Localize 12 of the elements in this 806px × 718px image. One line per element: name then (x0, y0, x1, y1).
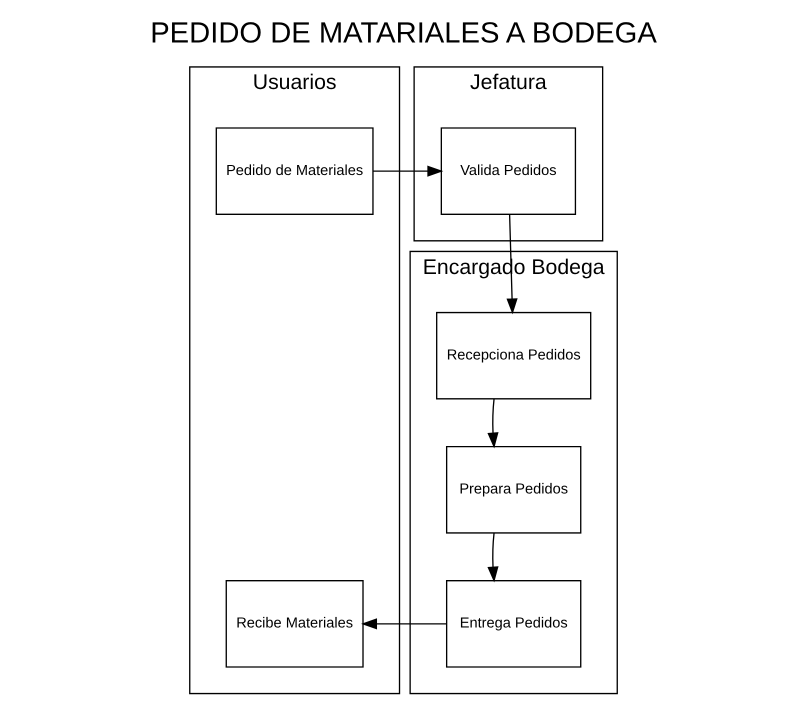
arrow (360, 618, 446, 630)
arrow (372, 166, 443, 177)
node-box: Recepciona Pedidos (436, 312, 591, 400)
arrow (506, 214, 518, 314)
node-box: Prepara Pedidos (445, 446, 581, 534)
arrow (486, 532, 498, 583)
node-box: Valida Pedidos (440, 127, 576, 215)
diagram-title: PEDIDO DE MATARIALES A BODEGA (150, 17, 656, 50)
node-box: Entrega Pedidos (445, 580, 581, 668)
node-box: Recibe Materiales (225, 580, 364, 668)
node-box: Pedido de Materiales (215, 127, 374, 215)
arrow (486, 398, 498, 448)
